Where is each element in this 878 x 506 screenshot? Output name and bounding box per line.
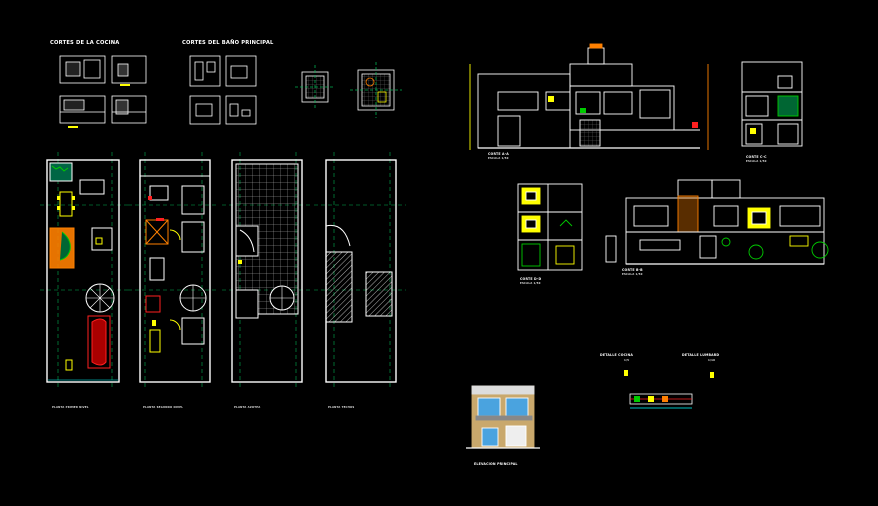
main-elevation xyxy=(466,385,540,449)
section-bb-label: CORTE B-B xyxy=(622,268,643,272)
section-aa-label: CORTE A-A xyxy=(488,152,509,156)
plan-3-label: PLANTA AZOTEA xyxy=(234,406,261,409)
detail-drawings xyxy=(624,370,714,409)
plan-roofs xyxy=(314,152,406,390)
bathroom-detail-label: DETALLE LUMBARD xyxy=(682,353,720,357)
bath-sections xyxy=(189,55,257,125)
kitchen-sections-title: CORTES DE LA COCINA xyxy=(50,40,120,46)
section-cc xyxy=(741,61,803,147)
plan-1-label: PLANTA PRIMER NIVEL xyxy=(52,406,89,409)
section-bb-scale: ESCALA 1/50 xyxy=(622,273,643,276)
plan-roof-terrace xyxy=(222,152,312,390)
section-bb xyxy=(605,179,829,265)
kitchen-detail-label: DETALLE COCINA xyxy=(600,353,634,357)
plan-4-label: PLANTA TECHOS xyxy=(328,406,355,409)
bath-sections-title: CORTES DEL BAÑO PRINCIPAL xyxy=(182,40,274,46)
bathroom-detail-scale: 1/10 xyxy=(708,359,716,362)
section-dd-label: CORTE D-D xyxy=(520,277,542,281)
plan-first-floor xyxy=(40,152,128,390)
kitchen-detail-scale: 1/5 xyxy=(624,359,630,362)
section-cc-scale: ESCALA 1/50 xyxy=(746,160,767,163)
main-elevation-label: ELEVACION PRINCIPAL xyxy=(474,462,518,466)
section-dd-scale: ESCALA 1/50 xyxy=(520,282,541,285)
section-cc-label: CORTE C-C xyxy=(746,155,767,159)
section-dd xyxy=(517,183,583,271)
section-aa-scale: ESCALA 1/50 xyxy=(488,157,509,160)
plan-second-floor xyxy=(128,152,218,390)
kitchen-sections xyxy=(59,55,147,128)
bath-detail-plans xyxy=(295,62,402,118)
plan-2-label: PLANTA SEGUNDO NIVEL xyxy=(143,406,184,409)
section-aa xyxy=(469,43,709,150)
